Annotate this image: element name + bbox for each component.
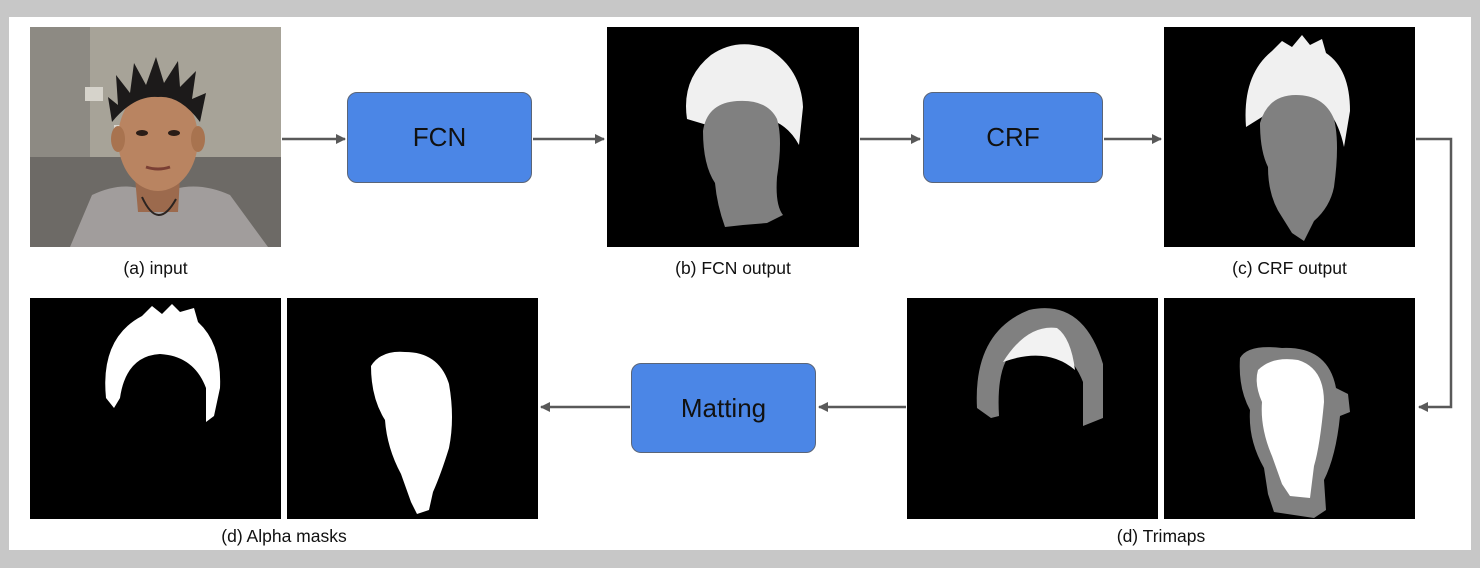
- caption-crf-output: (c) CRF output: [1232, 258, 1347, 278]
- alpha-mask-face-image: [287, 298, 538, 519]
- trimap-face-image: [1164, 298, 1415, 519]
- fcn-step-box: FCN: [347, 92, 532, 183]
- crf-output-image: [1164, 27, 1415, 247]
- matting-step-box: Matting: [631, 363, 816, 453]
- caption-trimaps: (d) Trimaps: [1116, 526, 1206, 546]
- caption-alpha-masks: (d) Alpha masks: [221, 526, 347, 546]
- trimap-hair-image: [907, 298, 1158, 519]
- crf-step-box: CRF: [923, 92, 1103, 183]
- caption-input: (a) input: [123, 258, 188, 278]
- fcn-output-image: [607, 27, 859, 247]
- alpha-mask-hair-image: [30, 298, 281, 519]
- input-photo: [30, 27, 281, 247]
- caption-fcn-output: (b) FCN output: [675, 258, 791, 278]
